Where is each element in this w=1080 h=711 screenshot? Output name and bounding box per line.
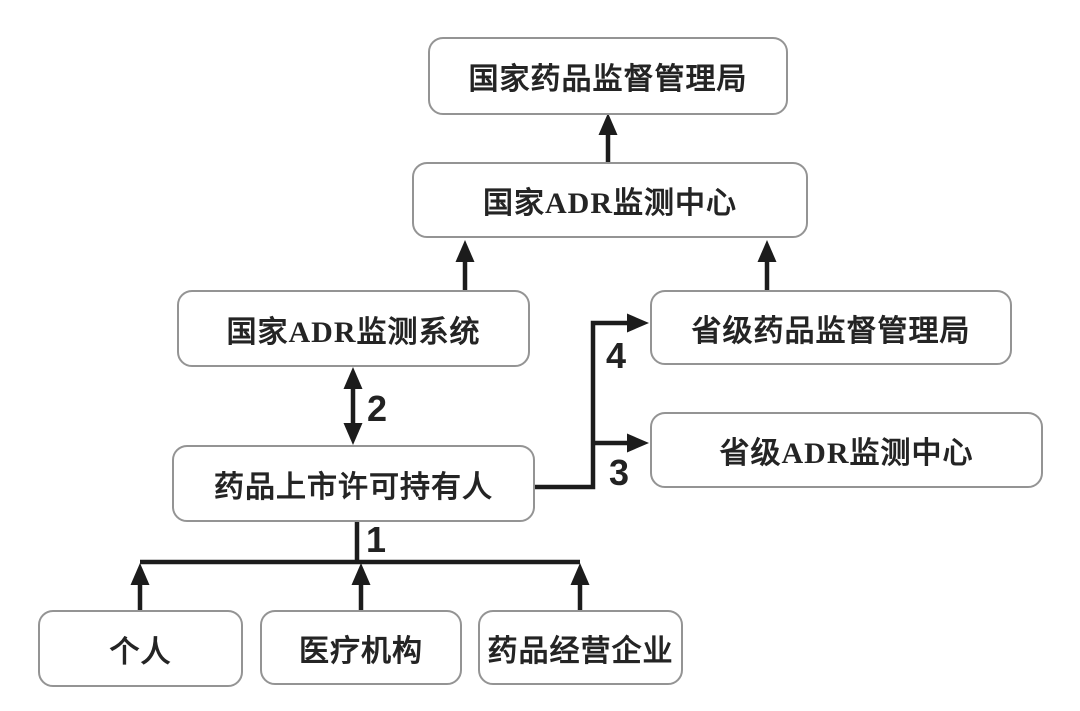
arrow-up-icon [598,113,618,135]
arrow-up-icon [343,367,363,389]
edge-mah-to-provincial-admin-line [535,320,628,490]
node-provincial-adr-monitoring-center: 省级ADR监测中心 [650,412,1043,488]
arrow-up-icon [570,563,590,585]
arrow-down-icon [343,423,363,445]
node-mah: 药品上市许可持有人 [172,445,535,522]
node-provincial-drug-regulatory-admin: 省级药品监督管理局 [650,290,1012,365]
edge-label-1: 1 [366,519,387,560]
node-individual: 个人 [38,610,243,687]
arrow-right-icon [627,433,649,453]
node-national-adr-monitoring-center: 国家ADR监测中心 [412,162,808,238]
edge-label-4: 4 [606,335,627,376]
edge-label-3: 3 [609,452,630,493]
arrow-up-icon [130,563,150,585]
node-nmpa: 国家药品监督管理局 [428,37,788,115]
arrow-right-icon [627,313,649,333]
edge-label-2: 2 [367,388,388,429]
arrow-up-icon [455,240,475,262]
node-drug-trading-enterprise: 药品经营企业 [478,610,683,685]
node-medical-institution: 医疗机构 [260,610,462,685]
node-national-adr-monitoring-system: 国家ADR监测系统 [177,290,530,367]
arrow-up-icon [351,563,371,585]
arrow-up-icon [757,240,777,262]
